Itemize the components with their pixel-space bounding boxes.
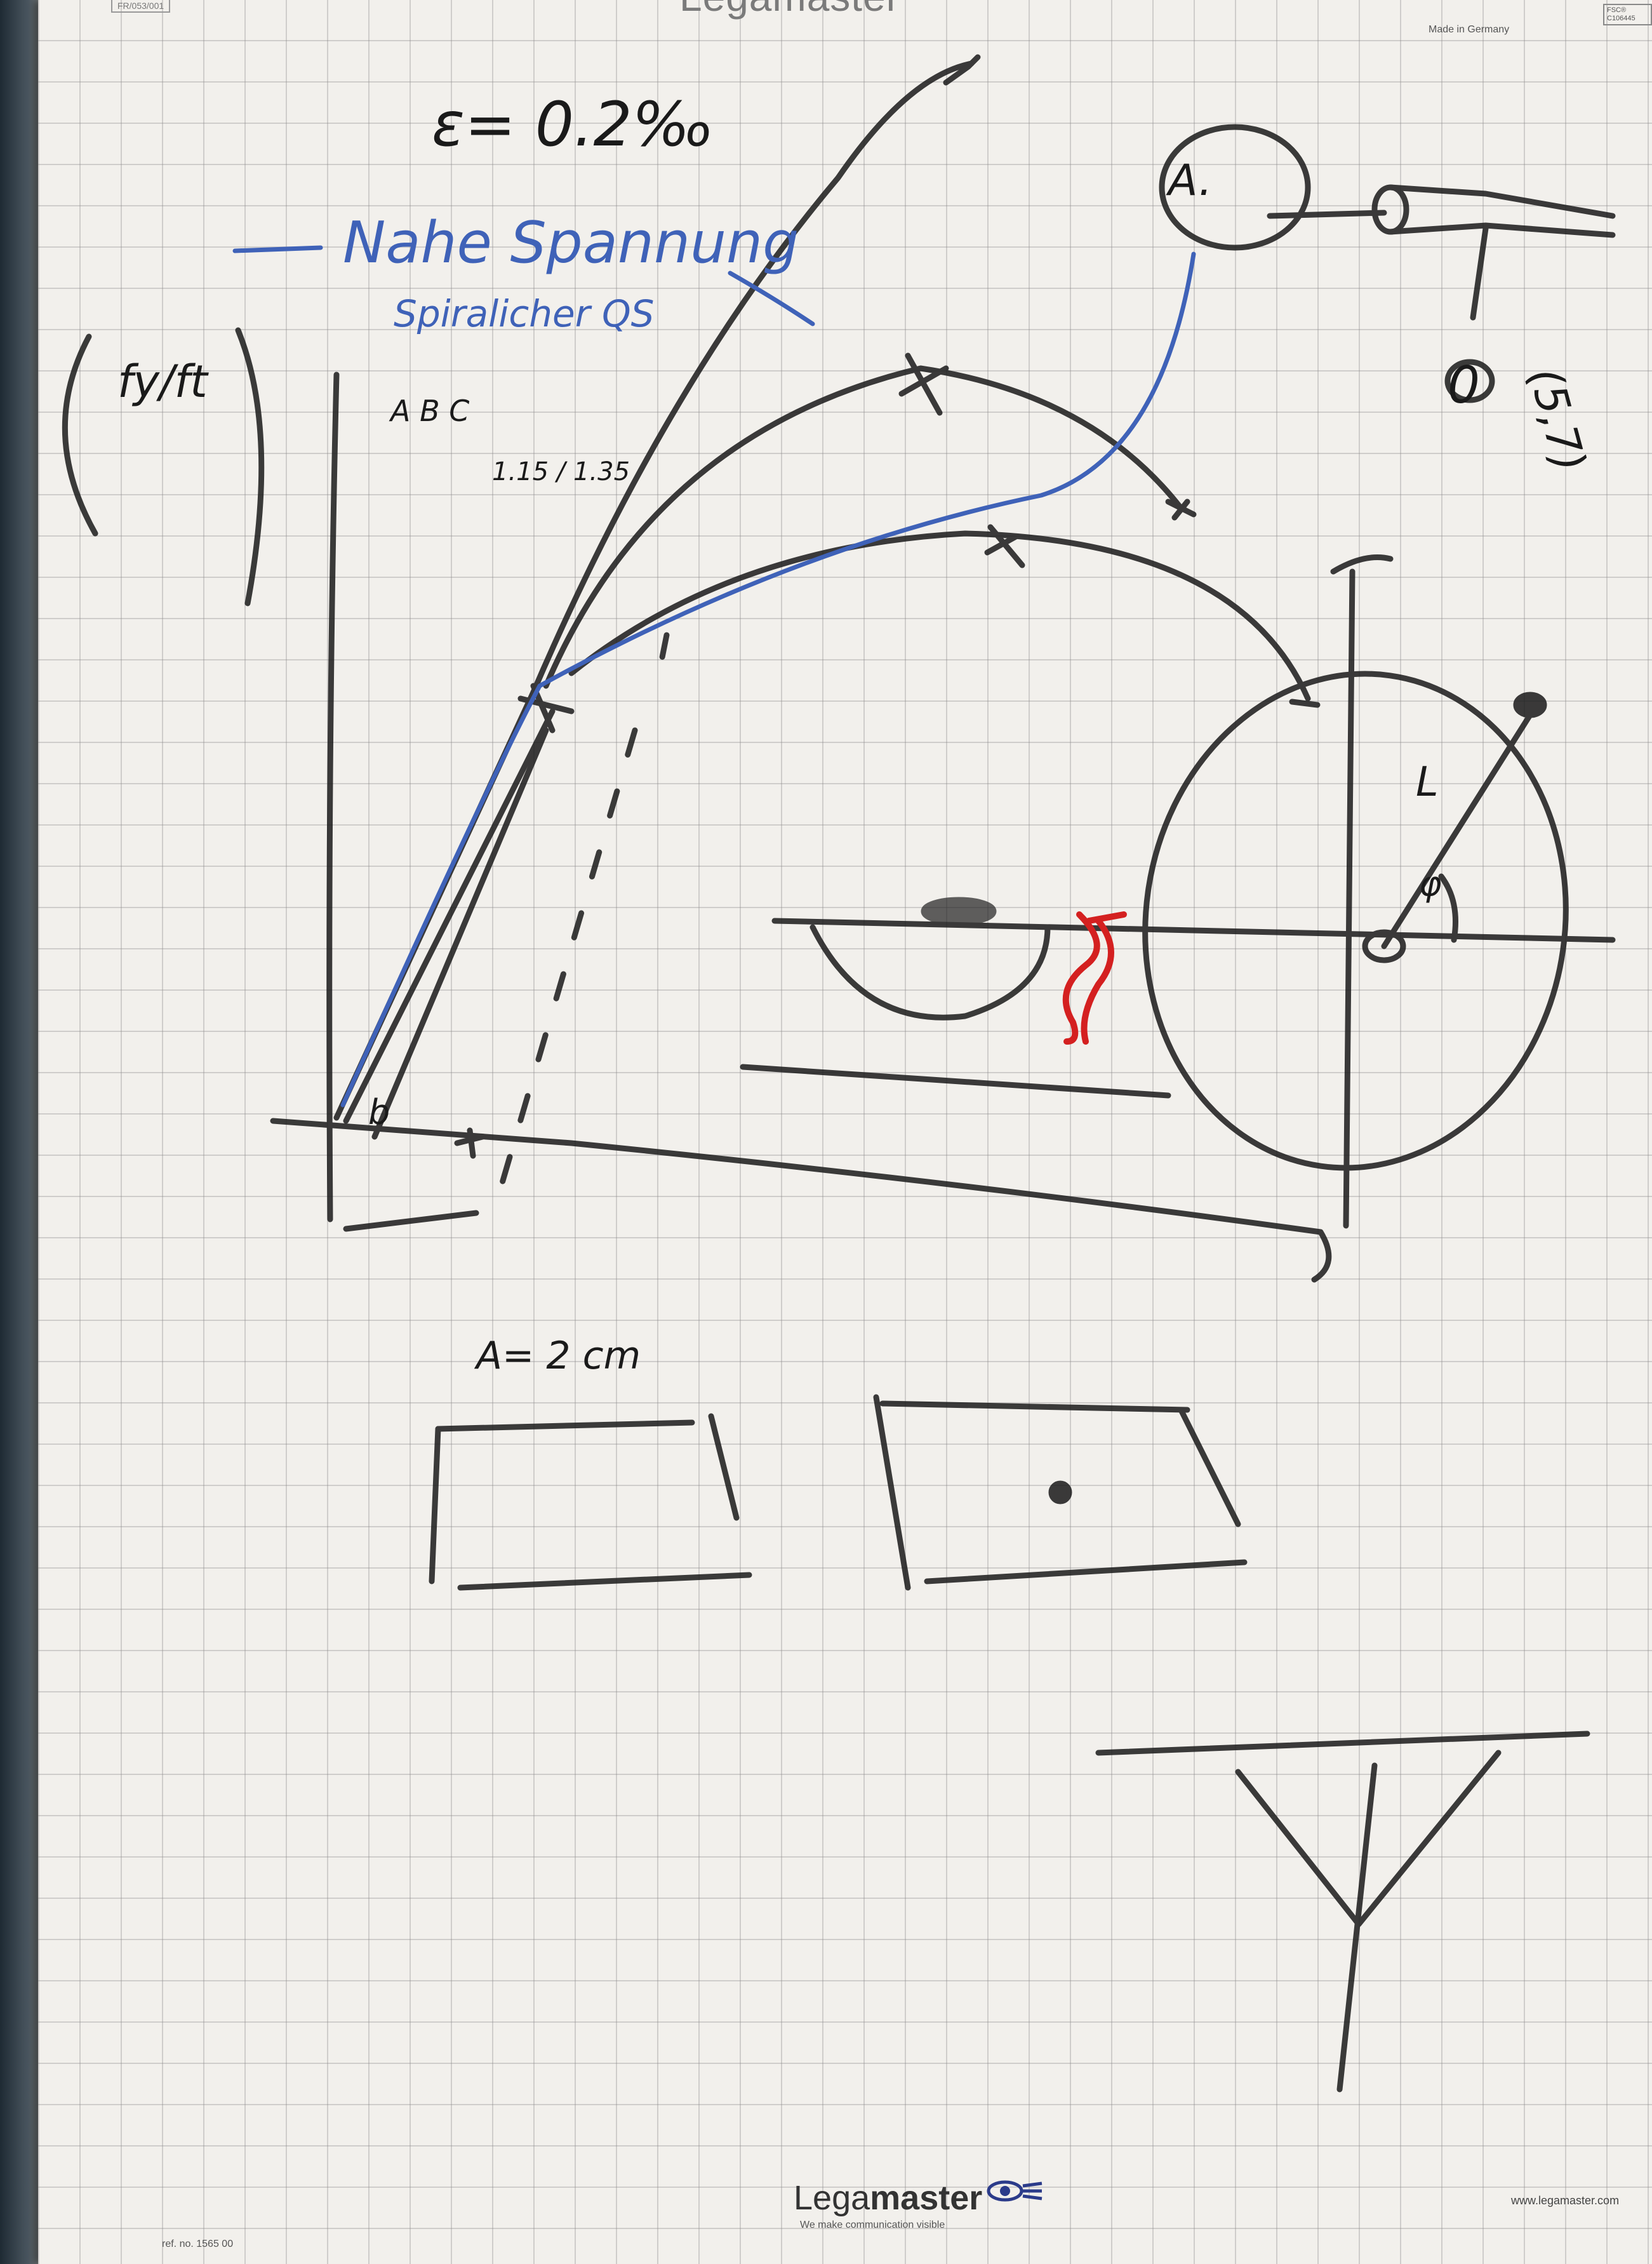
b-label: b xyxy=(368,1092,390,1132)
fsc-label: FSC® C106445 xyxy=(1603,4,1652,26)
nahe-spannung-label: Nahe Spannung xyxy=(343,210,799,276)
sheet-code-label: FR/053/001 xyxy=(111,0,171,13)
a-label: A. xyxy=(1168,156,1213,206)
bottom-brand-logo: Legamaster xyxy=(794,2178,1043,2218)
phi-label: φ xyxy=(1419,864,1442,904)
reference-number: ref. no. 1565 00 xyxy=(162,2239,234,2249)
zero-label: 0 xyxy=(1448,356,1480,415)
eye-hand-icon xyxy=(987,2180,1042,2202)
dimension-label: A= 2 cm xyxy=(476,1334,641,1378)
spiral-qs-label: Spiralicher QS xyxy=(394,292,655,335)
values-label: 1.15 / 1.35 xyxy=(492,457,630,486)
blue-marker-strokes xyxy=(232,245,1196,1108)
abc-label: A B C xyxy=(390,394,470,428)
website-label: www.legamaster.com xyxy=(1511,2194,1620,2207)
brand-prefix: Lega xyxy=(794,2179,870,2217)
red-marker-strokes xyxy=(1062,911,1127,1045)
hand-drawing xyxy=(62,54,1616,2093)
ratio-label: fy/ft xyxy=(117,356,208,408)
top-brand-logo: Legamaster xyxy=(679,0,900,20)
flipchart-sheet: FR/053/001 Legamaster Made in Germany FS… xyxy=(38,0,1652,2264)
epsilon-label: ε= 0.2‰ xyxy=(432,89,715,160)
brand-tagline: We make communication visible xyxy=(800,2220,945,2230)
made-in-label: Made in Germany xyxy=(1429,24,1510,35)
l-label: L xyxy=(1416,759,1439,806)
black-marker-strokes xyxy=(62,54,1616,2093)
brand-suffix: master xyxy=(870,2179,983,2217)
